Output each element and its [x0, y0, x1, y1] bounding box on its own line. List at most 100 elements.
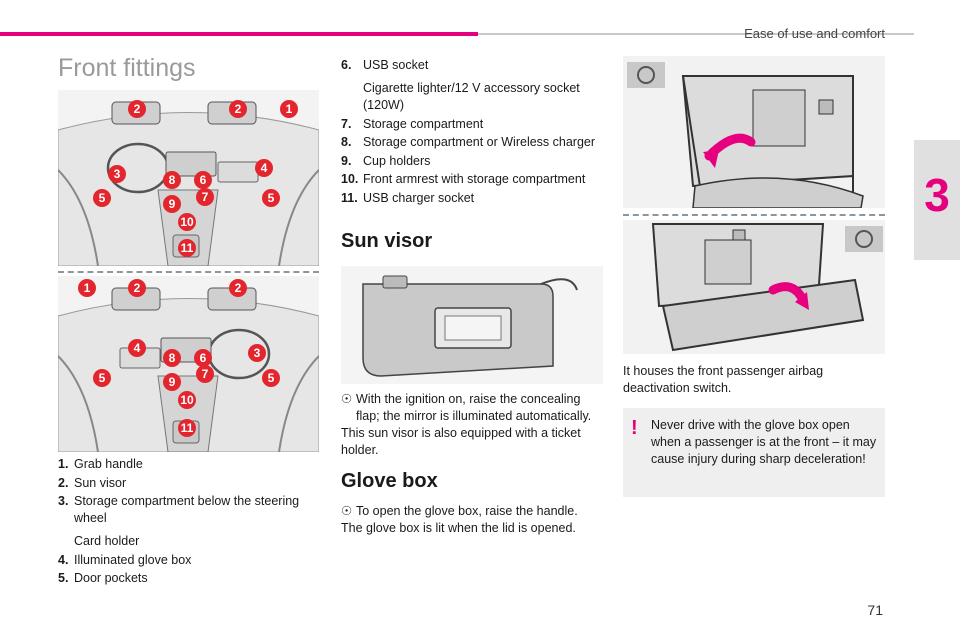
svg-text:6: 6 — [200, 351, 207, 365]
sun-visor-heading: Sun visor — [341, 230, 433, 252]
marker-8: 8 — [163, 349, 181, 367]
bullet-icon: ☉ — [341, 392, 353, 406]
legend-item: 10.Front armrest with storage compartmen… — [341, 172, 586, 186]
svg-text:8: 8 — [169, 173, 176, 187]
legend-subitem: Card holder — [74, 534, 140, 548]
marker-11: 11 — [178, 419, 196, 437]
svg-text:2: 2 — [235, 281, 242, 295]
marker-1: 1 — [280, 100, 298, 118]
svg-text:5: 5 — [268, 371, 275, 385]
page-number: 71 — [867, 602, 883, 618]
svg-text:11: 11 — [181, 241, 194, 255]
svg-text:6: 6 — [200, 173, 207, 187]
svg-text:7: 7 — [202, 367, 209, 381]
marker-9: 9 — [163, 195, 181, 213]
legend-item: 11.USB charger socket — [341, 190, 475, 205]
glove-box-illustration-rhd — [623, 220, 885, 354]
sun-visor-illustration — [341, 266, 603, 384]
svg-text:9: 9 — [169, 375, 176, 389]
marker-3: 3 — [108, 165, 126, 183]
legend-item: 3.Storage compartment below the steering… — [58, 494, 300, 525]
marker-5: 5 — [262, 369, 280, 387]
callout-markers-lhd: 2 2 1 3 8 6 4 5 9 7 5 10 11 — [93, 100, 298, 257]
bullet-icon: ☉ — [341, 504, 353, 518]
legend-list-left: 1.Grab handle 2.Sun visor 3.Storage comp… — [58, 456, 320, 589]
glove-box-drawing-rhd — [651, 223, 883, 352]
marker-7: 7 — [196, 365, 214, 383]
warning-icon: ! — [631, 417, 638, 439]
marker-2: 2 — [128, 100, 146, 118]
svg-text:7: 7 — [202, 190, 209, 204]
svg-text:10: 10 — [180, 393, 194, 407]
steering-wheel-icon — [845, 226, 883, 252]
steering-wheel-icon — [627, 62, 665, 88]
sun-visor-drawing — [362, 275, 578, 377]
airbag-note: It houses the front passenger airbag dea… — [623, 364, 824, 395]
chapter-number: 3 — [924, 169, 950, 221]
marker-5: 5 — [93, 189, 111, 207]
illustration-separator — [623, 214, 885, 216]
legend-item: 9.Cup holders — [341, 153, 431, 168]
svg-text:2: 2 — [134, 102, 141, 116]
marker-5: 5 — [93, 369, 111, 387]
svg-text:9: 9 — [169, 197, 176, 211]
svg-text:4: 4 — [134, 341, 141, 355]
callout-markers-rhd: 1 2 2 4 8 6 3 5 9 7 5 10 11 — [78, 279, 280, 437]
svg-text:4: 4 — [261, 161, 268, 175]
marker-1: 1 — [78, 279, 96, 297]
legend-item: 7.Storage compartment — [341, 116, 484, 131]
legend-item: 1.Grab handle — [58, 457, 143, 471]
marker-2: 2 — [229, 100, 247, 118]
marker-6: 6 — [194, 349, 212, 367]
svg-text:1: 1 — [286, 102, 293, 116]
marker-4: 4 — [255, 159, 273, 177]
glove-box-illustration-lhd — [623, 56, 885, 208]
marker-7: 7 — [196, 188, 214, 206]
marker-6: 6 — [194, 171, 212, 189]
marker-10: 10 — [178, 213, 196, 231]
chapter-tab — [914, 140, 960, 260]
legend-item: 2.Sun visor — [58, 475, 127, 490]
dashboard-diagram-rhd: 1 2 2 4 8 6 3 5 9 7 5 10 11 — [58, 276, 319, 452]
svg-text:5: 5 — [99, 371, 106, 385]
svg-text:8: 8 — [169, 351, 176, 365]
marker-8: 8 — [163, 171, 181, 189]
section-title: Ease of use and comfort — [744, 26, 885, 41]
dashboard-illustration-rhd — [58, 287, 319, 452]
marker-2: 2 — [128, 279, 146, 297]
marker-9: 9 — [163, 373, 181, 391]
header-accent-bar — [0, 32, 478, 36]
glove-box-heading: Glove box — [341, 470, 438, 492]
legend-subitem: Cigarette lighter/12 V accessory socket … — [363, 81, 580, 112]
svg-text:3: 3 — [254, 346, 261, 360]
legend-item: 8.Storage compartment or Wireless charge… — [341, 135, 596, 149]
page-title: Front fittings — [58, 54, 196, 82]
marker-3: 3 — [248, 344, 266, 362]
svg-text:3: 3 — [114, 167, 121, 181]
marker-11: 11 — [178, 239, 196, 257]
legend-item: 6.USB socket — [341, 58, 429, 72]
marker-4: 4 — [128, 339, 146, 357]
diagram-separator — [58, 271, 319, 273]
legend-item: 4.Illuminated glove box — [58, 552, 192, 567]
legend-list-right: 6.USB socket Cigarette lighter/12 V acce… — [341, 57, 603, 208]
glove-box-drawing-lhd — [627, 62, 864, 208]
svg-text:1: 1 — [84, 281, 91, 295]
svg-text:10: 10 — [180, 215, 194, 229]
glove-box-text: ☉To open the glove box, raise the handle… — [341, 504, 578, 535]
warning-text: Never drive with the glove box open when… — [651, 418, 877, 466]
warning-box: ! Never drive with the glove box open wh… — [623, 408, 885, 497]
dashboard-diagram-lhd: 2 2 1 3 8 6 4 5 9 7 5 10 11 — [58, 90, 319, 266]
svg-text:11: 11 — [181, 421, 194, 435]
svg-text:5: 5 — [268, 191, 275, 205]
header-rule — [478, 33, 914, 35]
sun-visor-text: ☉With the ignition on, raise the conceal… — [341, 392, 592, 457]
svg-text:2: 2 — [134, 281, 141, 295]
dashboard-illustration-lhd — [58, 101, 319, 266]
marker-5: 5 — [262, 189, 280, 207]
marker-10: 10 — [178, 391, 196, 409]
legend-item: 5.Door pockets — [58, 571, 148, 585]
svg-text:2: 2 — [235, 102, 242, 116]
svg-text:5: 5 — [99, 191, 106, 205]
marker-2: 2 — [229, 279, 247, 297]
